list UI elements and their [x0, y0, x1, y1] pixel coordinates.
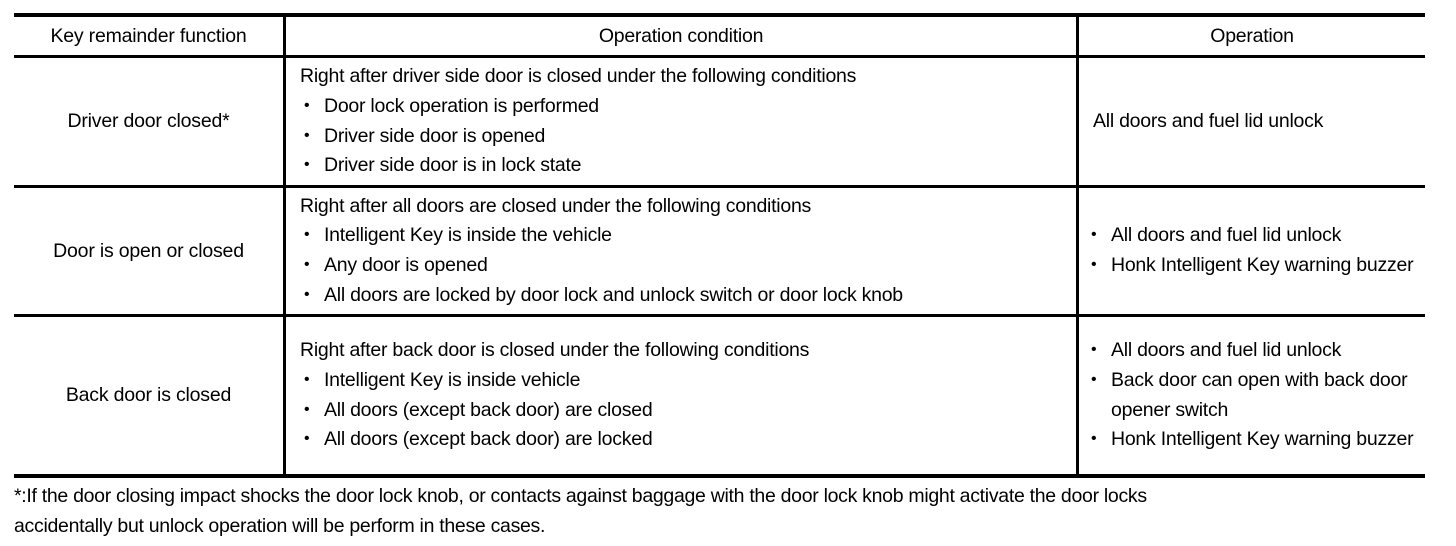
- list-item: All doors and fuel lid unlock: [1079, 221, 1425, 251]
- condition-bullet-list: Door lock operation is performed Driver …: [286, 92, 1076, 181]
- footnote-line-1: *:If the door closing impact shocks the …: [14, 485, 1147, 507]
- list-item: Driver side door is opened: [286, 122, 1076, 152]
- list-item: Honk Intelligent Key warning buzzer: [1079, 251, 1425, 281]
- table-row: Right after back door is closed under th…: [286, 317, 1076, 474]
- operation-text: All doors and fuel lid unlock: [1093, 109, 1324, 132]
- table-bottom-border: [14, 474, 1425, 478]
- condition-bullet-list: Intelligent Key is inside vehicle All do…: [286, 366, 1076, 455]
- footnote-line-2: accidentally but unlock operation will b…: [14, 515, 546, 538]
- list-item: All doors and fuel lid unlock: [1079, 336, 1425, 366]
- list-item: Door lock operation is performed: [286, 92, 1076, 122]
- list-item: Back door can open with back door opener…: [1079, 366, 1425, 425]
- table-top-border: [14, 13, 1425, 17]
- table-row: Door is open or closed: [14, 188, 283, 314]
- list-item: All doors (except back door) are locked: [286, 425, 1076, 455]
- list-item: All doors are locked by door lock and un…: [286, 281, 1076, 311]
- table-row: Right after all doors are closed under t…: [286, 188, 1076, 314]
- table-header-cell-operation-condition: Operation condition: [286, 17, 1076, 55]
- row-function-label: Driver door closed*: [67, 110, 230, 132]
- condition-lead-text: Right after driver side door is closed u…: [300, 65, 857, 88]
- list-item: All doors (except back door) are closed: [286, 396, 1076, 426]
- table-header-cell-function: Key remainder function: [14, 17, 283, 55]
- list-item: Honk Intelligent Key warning buzzer: [1079, 425, 1425, 455]
- table-row: Right after driver side door is closed u…: [286, 58, 1076, 185]
- list-item: Any door is opened: [286, 251, 1076, 281]
- list-item: Driver side door is in lock state: [286, 151, 1076, 181]
- table-row-separator-2: [14, 314, 1425, 317]
- header-label-function: Key remainder function: [50, 24, 247, 47]
- header-label-operation: Operation: [1210, 24, 1294, 47]
- table-row: Driver door closed*: [14, 58, 283, 185]
- table-row: All doors and fuel lid unlock: [1079, 58, 1425, 185]
- table-row: Back door is closed: [14, 317, 283, 474]
- header-label-operation-condition: Operation condition: [598, 24, 764, 47]
- row-function-label: Door is open or closed: [53, 239, 244, 262]
- condition-lead-text: Right after back door is closed under th…: [300, 339, 810, 362]
- table-header-cell-operation: Operation: [1079, 17, 1425, 55]
- condition-bullet-list: Intelligent Key is inside the vehicle An…: [286, 221, 1076, 310]
- table-row-separator-1: [14, 185, 1425, 188]
- row-function-label: Back door is closed: [65, 384, 232, 406]
- table-row: All doors and fuel lid unlock Back door …: [1079, 317, 1425, 474]
- operation-bullet-list: All doors and fuel lid unlock Back door …: [1079, 336, 1425, 455]
- table-footnote: *:If the door closing impact shocks the …: [14, 481, 1439, 541]
- operation-bullet-list: All doors and fuel lid unlock Honk Intel…: [1079, 221, 1425, 280]
- column-divider-2: [1076, 13, 1079, 478]
- column-divider-1: [283, 13, 286, 478]
- condition-lead-text: Right after all doors are closed under t…: [300, 194, 812, 217]
- list-item: Intelligent Key is inside the vehicle: [286, 221, 1076, 251]
- table-header-separator: [14, 55, 1425, 58]
- list-item: Intelligent Key is inside vehicle: [286, 366, 1076, 396]
- table-row: All doors and fuel lid unlock Honk Intel…: [1079, 188, 1425, 314]
